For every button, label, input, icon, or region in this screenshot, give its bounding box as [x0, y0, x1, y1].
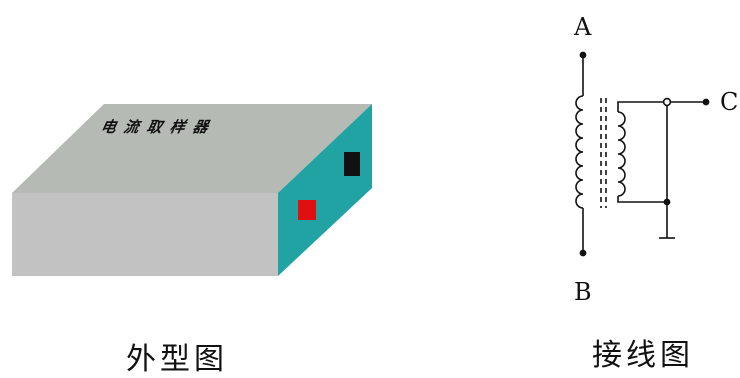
terminal-b-label: B — [574, 278, 592, 306]
wire-secondary-bottom — [617, 196, 667, 203]
primary-coil — [575, 95, 584, 209]
device-side-face — [278, 104, 372, 276]
device-label: 电流取样器 — [99, 118, 218, 136]
wire-c-top — [617, 101, 667, 112]
terminal-b-dot — [579, 249, 587, 257]
terminal-a-dot — [579, 51, 587, 59]
terminal-c-dot — [702, 98, 710, 106]
device-red-button — [298, 200, 316, 220]
terminal-a-label: A — [573, 13, 592, 41]
device-top-face — [12, 104, 372, 193]
junction-c-hollow — [662, 97, 672, 107]
device-black-button — [344, 152, 360, 176]
current-sampler-device: 电流取样器 — [12, 104, 372, 276]
secondary-coil — [617, 111, 626, 197]
caption-wiring: 接线图 — [592, 338, 694, 373]
wiring-diagram — [575, 51, 710, 257]
caption-appearance: 外型图 — [126, 342, 228, 377]
device-front-face — [12, 193, 278, 276]
terminal-c-label: C — [720, 88, 738, 116]
